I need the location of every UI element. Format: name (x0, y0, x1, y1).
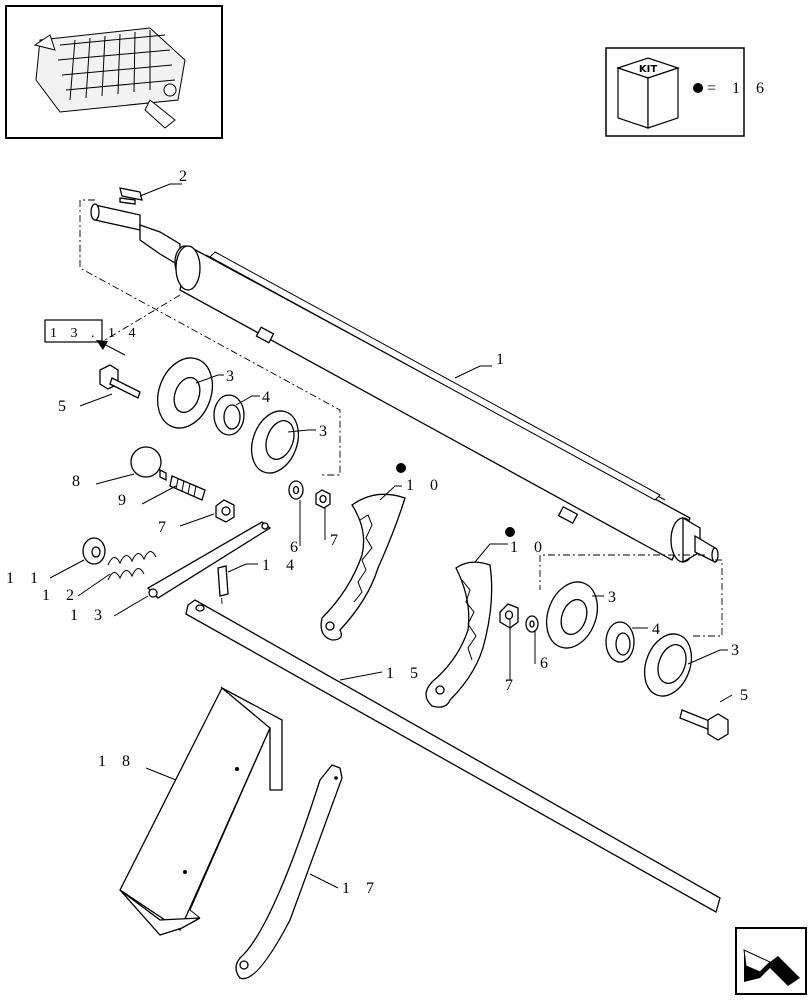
reference-arrow-icon (96, 340, 108, 350)
callout-7-left-b: 7 (330, 532, 344, 549)
kit-dot-icon (396, 463, 406, 473)
callout-3-left-b: 3 (319, 423, 333, 440)
shaft-key (119, 187, 143, 201)
callout-4-right: 4 (652, 621, 666, 638)
callout-10-left: 1 0 (406, 477, 444, 494)
callout-7-left-a: 7 (158, 519, 172, 536)
reference-label: 1 3 . 1 4 (50, 326, 141, 341)
kit-label: KIT (639, 64, 657, 75)
callout-17: 1 7 (342, 880, 380, 897)
right-bearing-group (499, 581, 729, 741)
callout-labels: 2 1 5 3 4 3 8 9 7 6 7 1 0 1 0 1 1 1 2 1 … (6, 168, 754, 897)
callout-13: 1 3 (70, 607, 108, 624)
callout-12: 1 2 (42, 587, 80, 604)
long-bar (185, 599, 721, 913)
side-strip (235, 764, 343, 980)
leader-lines (49, 183, 733, 889)
callout-6-left: 6 (290, 539, 304, 556)
callout-3-left-a: 3 (226, 368, 240, 385)
cover-panel (119, 686, 283, 936)
segment-right (425, 561, 493, 708)
callout-5-left: 5 (58, 398, 72, 415)
callout-11: 1 1 (6, 570, 44, 587)
kit-dot-icon (693, 83, 703, 93)
lever-group (82, 521, 272, 599)
callout-10-right: 1 0 (510, 539, 548, 556)
reference-box[interactable]: 1 3 . 1 4 (44, 319, 141, 356)
callout-3-right-b: 3 (731, 642, 745, 659)
callout-9: 9 (118, 492, 132, 509)
knob-group (130, 446, 235, 523)
left-bearing-group (99, 357, 331, 509)
callout-5-right: 5 (740, 687, 754, 704)
next-page-arrow-icon[interactable] (735, 927, 807, 995)
callout-18: 1 8 (98, 753, 136, 770)
callout-3-right-a: 3 (608, 589, 622, 606)
callout-6-right: 6 (540, 655, 554, 672)
kit-cube-icon: KIT (616, 57, 680, 129)
callout-7-right: 7 (505, 677, 519, 694)
callout-4-left: 4 (262, 389, 276, 406)
segment-left (320, 493, 406, 641)
kit-legend: KIT = 1 6 (605, 47, 770, 137)
rotor-shaft (90, 197, 719, 564)
callout-14: 1 4 (262, 557, 300, 574)
callout-2: 2 (179, 168, 193, 185)
kit-dot-icon (505, 527, 515, 537)
callout-8: 8 (72, 473, 86, 490)
callout-15: 1 5 (386, 665, 424, 682)
kit-equals-text: = 1 6 (707, 80, 770, 97)
assembly-thumbnail-icon[interactable] (5, 5, 223, 139)
callout-1: 1 (496, 351, 510, 368)
